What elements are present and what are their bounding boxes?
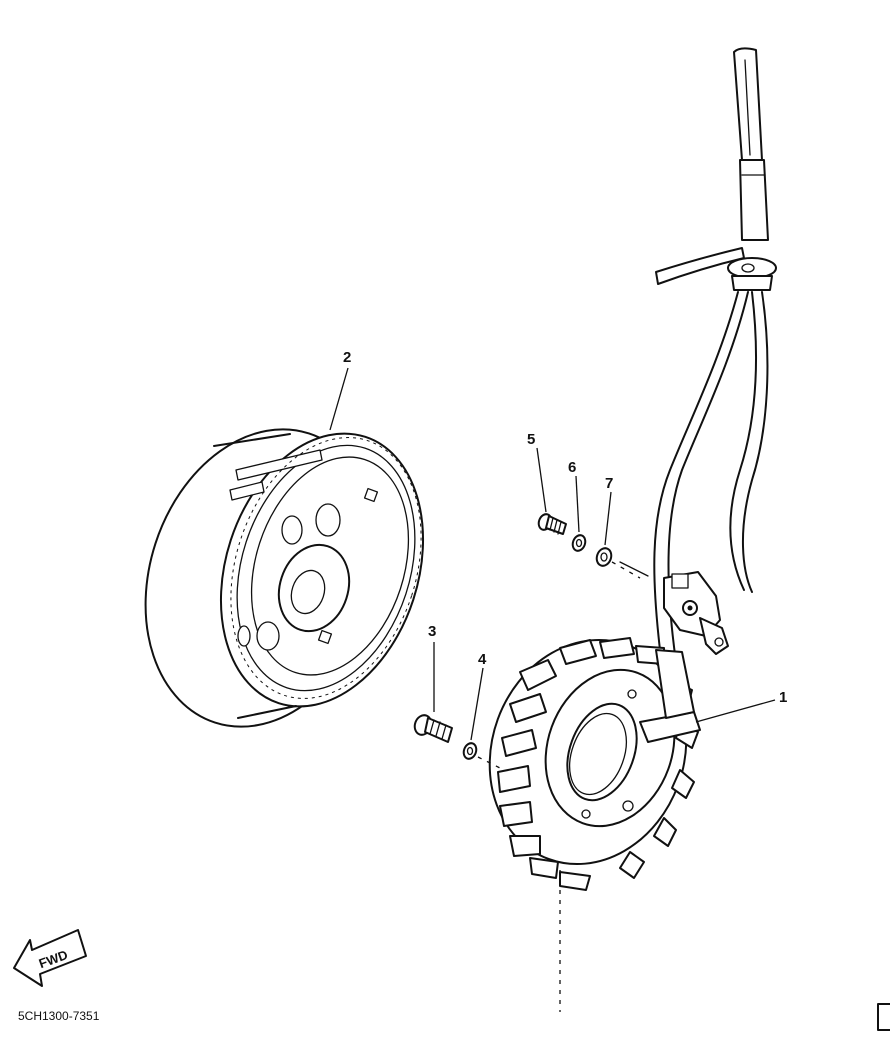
callout-7: 7 bbox=[605, 475, 613, 492]
fwd-arrow-icon: FWD bbox=[13, 929, 87, 987]
rotor-flywheel bbox=[144, 428, 425, 728]
wire-harness bbox=[619, 47, 777, 663]
lock-washer-part-6 bbox=[571, 534, 587, 552]
callout-6: 6 bbox=[568, 459, 576, 476]
screw-part-3 bbox=[413, 714, 453, 743]
leader-lines bbox=[329, 367, 776, 741]
pickup-coil bbox=[663, 571, 729, 655]
diagram-code: 5CH1300-7351 bbox=[18, 1009, 100, 1023]
axis-center-lines bbox=[477, 561, 641, 1012]
callout-2: 2 bbox=[343, 349, 351, 366]
callout-1: 1 bbox=[779, 689, 787, 706]
page-corner-mark bbox=[877, 1003, 890, 1031]
callout-5: 5 bbox=[527, 431, 535, 448]
washer-part-7 bbox=[595, 547, 613, 567]
washer-part-4 bbox=[462, 742, 478, 760]
callout-4: 4 bbox=[478, 651, 487, 668]
screw-part-5 bbox=[537, 513, 567, 535]
stator-assembly bbox=[488, 637, 701, 891]
callout-3: 3 bbox=[428, 623, 436, 640]
